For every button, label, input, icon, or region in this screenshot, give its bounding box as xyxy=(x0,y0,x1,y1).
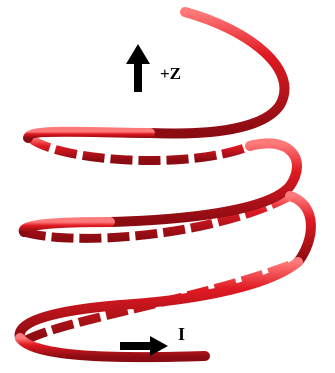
current-arrow-shaft xyxy=(120,342,152,350)
coil-top-end xyxy=(145,7,290,139)
current-arrow-head xyxy=(150,336,168,356)
coil-back-loop-2 xyxy=(22,192,293,243)
coil-front-loop-1 xyxy=(23,126,155,143)
z-axis-arrow xyxy=(126,44,150,92)
current-arrow xyxy=(120,336,168,356)
coil-front-loop-3 xyxy=(14,257,303,343)
coil-connector-1 xyxy=(105,138,302,227)
coil-connector-2 xyxy=(285,191,316,267)
coil-back-loop-1 xyxy=(27,134,252,165)
z-arrow-head xyxy=(126,44,150,64)
coil-bottom-tail xyxy=(15,333,210,363)
z-axis-label: +Z xyxy=(160,64,181,83)
current-label: I xyxy=(178,324,185,344)
z-arrow-shaft xyxy=(134,62,142,92)
coil-front-segments xyxy=(14,7,316,363)
coil-front-loop-2 xyxy=(18,217,115,237)
